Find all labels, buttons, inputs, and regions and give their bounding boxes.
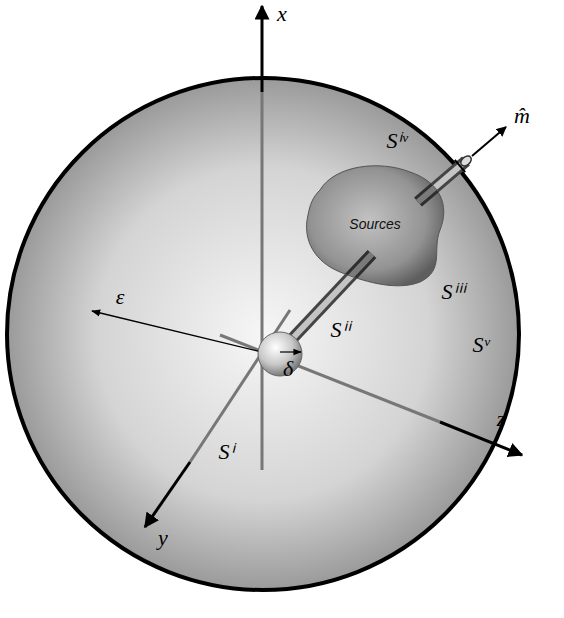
surface-label: Sⁱᵛ — [386, 130, 407, 152]
surface-label: Sⁱⁱⁱ — [442, 279, 465, 304]
surface-label: Sⁱⁱ — [331, 317, 350, 342]
surface-label: Sᵛ — [472, 332, 489, 357]
inner-sphere — [258, 332, 302, 376]
tube — [300, 254, 372, 290]
radius-label: ε — [116, 286, 125, 308]
axis-label: z — [497, 408, 506, 430]
source-region: Sources — [300, 160, 450, 290]
axis-label: y — [158, 525, 168, 550]
axis-line — [261, 6, 264, 92]
tube — [418, 161, 450, 202]
normal-arrow — [472, 127, 506, 156]
normal-label: m̂ — [514, 103, 530, 128]
normal-tick — [455, 160, 465, 172]
region-label: Sources — [349, 217, 400, 231]
surface-label: Sⁱⁱ — [331, 319, 350, 341]
radius-label: δ — [283, 356, 293, 381]
delta-radius — [280, 351, 301, 352]
axis-line — [261, 92, 264, 470]
axis-label: z — [497, 406, 506, 431]
axis-label: y — [158, 527, 168, 549]
axes — [145, 6, 522, 527]
axis-line — [220, 335, 440, 422]
outer-sphere — [7, 78, 519, 590]
tube — [418, 161, 450, 202]
surface-label: Sⁱᵛ — [386, 128, 407, 153]
epsilon-radius — [92, 311, 262, 352]
source-blob — [307, 166, 444, 286]
surface-label: Sⁱⁱⁱ — [442, 281, 465, 303]
surface-label: Sᵛ — [472, 334, 489, 356]
axis-line — [440, 422, 522, 455]
radius-label: ε — [116, 284, 125, 309]
radius-label: δ — [283, 358, 293, 380]
tube — [300, 254, 372, 290]
surface-label: Sⁱ — [219, 439, 234, 464]
tubes — [292, 154, 473, 339]
surface-label: Sⁱ — [219, 441, 234, 463]
axis-line — [145, 462, 190, 527]
normal-label: m̂ — [514, 105, 530, 127]
axis-label: x — [277, 3, 287, 25]
axis-label: x — [277, 1, 287, 26]
